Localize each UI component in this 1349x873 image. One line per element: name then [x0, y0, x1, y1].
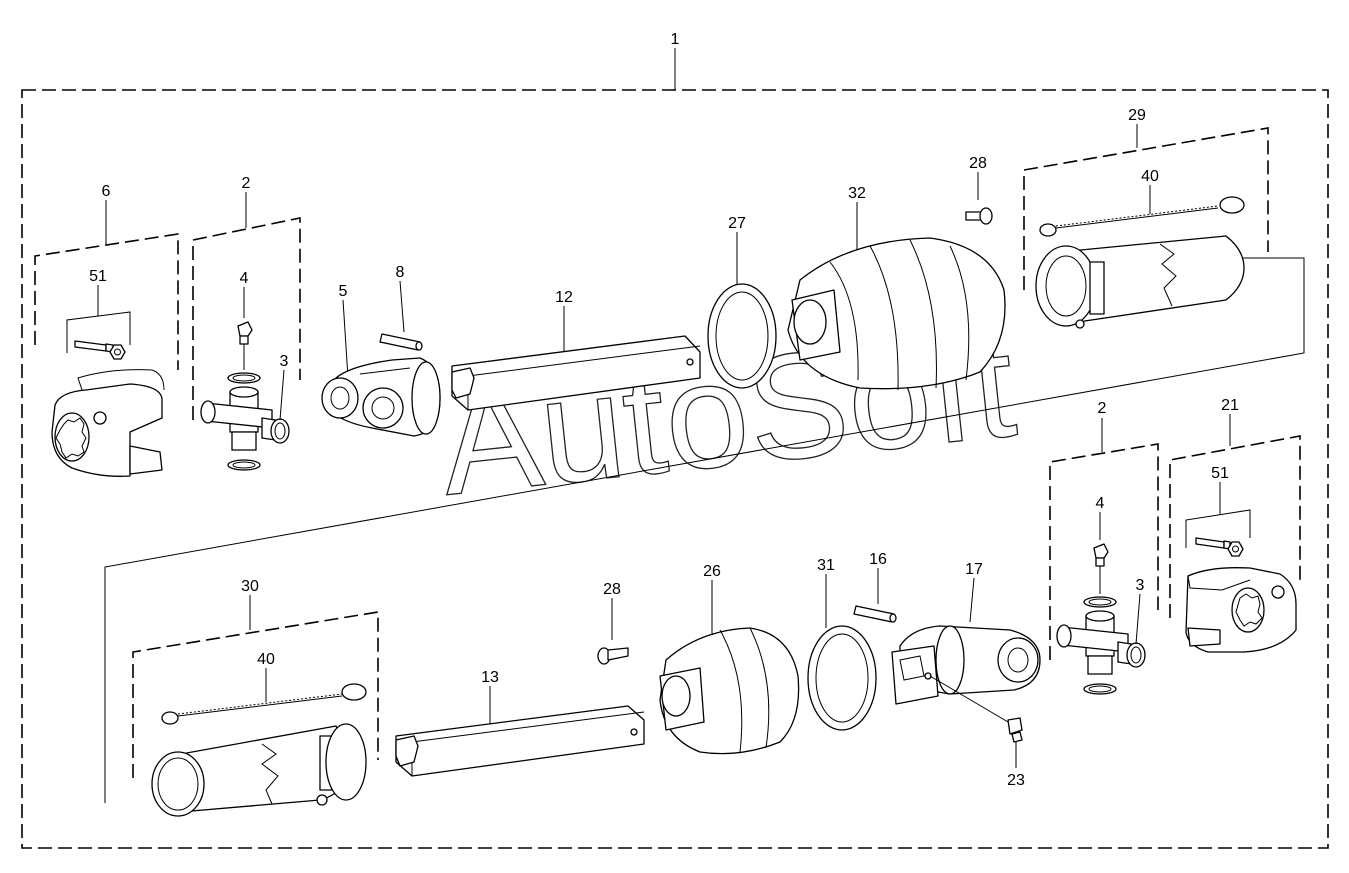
label-23[interactable]: 23: [1007, 772, 1025, 789]
screw-28-lower: [597, 647, 629, 665]
nut-51-lower: [1227, 541, 1244, 557]
bolt-51-lower: [1195, 537, 1231, 550]
label-4-upper[interactable]: 4: [240, 270, 249, 287]
assembly-frame: [21, 89, 1329, 849]
pin-16: [853, 605, 897, 623]
label-27[interactable]: 27: [728, 215, 746, 232]
label-40-lower[interactable]: 40: [257, 651, 275, 668]
bolt-51-upper: [74, 340, 114, 353]
label-31[interactable]: 31: [817, 557, 835, 574]
label-28-upper[interactable]: 28: [969, 155, 987, 172]
guard-tube-30: [151, 723, 367, 817]
label-29[interactable]: 29: [1128, 107, 1146, 124]
guard-tube-29: [1035, 235, 1245, 329]
safety-chain-40-lower: [161, 683, 367, 725]
label-2-upper[interactable]: 2: [242, 175, 251, 192]
label-1[interactable]: 1: [671, 31, 680, 48]
cross-spider-upper: [200, 372, 290, 471]
label-2-lower[interactable]: 2: [1098, 400, 1107, 417]
label-30[interactable]: 30: [241, 578, 259, 595]
screw-28-upper: [965, 207, 993, 225]
label-16[interactable]: 16: [869, 551, 887, 568]
label-3-lower[interactable]: 3: [1136, 577, 1145, 594]
label-28-lower[interactable]: 28: [603, 581, 621, 598]
label-51-lower[interactable]: 51: [1211, 465, 1229, 482]
profile-tube-12: [451, 335, 701, 411]
label-3-upper[interactable]: 3: [280, 353, 289, 370]
inner-yoke-5: [321, 357, 441, 437]
nut-51-upper: [109, 344, 126, 360]
grease-nipple-4-upper: [237, 321, 253, 370]
grease-nipple-4-lower: [1093, 543, 1109, 594]
label-21[interactable]: 21: [1221, 397, 1239, 414]
label-26[interactable]: 26: [703, 563, 721, 580]
profile-tube-13: [395, 705, 645, 777]
label-40-upper[interactable]: 40: [1141, 168, 1159, 185]
ring-27: [707, 283, 777, 389]
label-12[interactable]: 12: [555, 289, 573, 306]
safety-chain-40-upper: [1039, 196, 1245, 237]
grease-nipple-23: [1007, 717, 1023, 743]
protection-cone-26: [659, 627, 800, 755]
label-5[interactable]: 5: [339, 283, 348, 300]
pin-8: [379, 333, 423, 351]
label-8[interactable]: 8: [396, 264, 405, 281]
ring-31: [807, 625, 877, 731]
separator-line: [104, 257, 1305, 803]
yoke-21: [1185, 567, 1297, 653]
protection-cone-32: [787, 237, 1006, 391]
label-51-upper[interactable]: 51: [89, 268, 107, 285]
label-4-lower[interactable]: 4: [1096, 495, 1105, 512]
yoke-6: [51, 369, 165, 477]
cross-spider-lower: [1056, 596, 1146, 695]
inner-yoke-17: [891, 625, 1041, 705]
label-32[interactable]: 32: [848, 185, 866, 202]
label-13[interactable]: 13: [481, 669, 499, 686]
label-17[interactable]: 17: [965, 561, 983, 578]
label-6[interactable]: 6: [102, 183, 111, 200]
